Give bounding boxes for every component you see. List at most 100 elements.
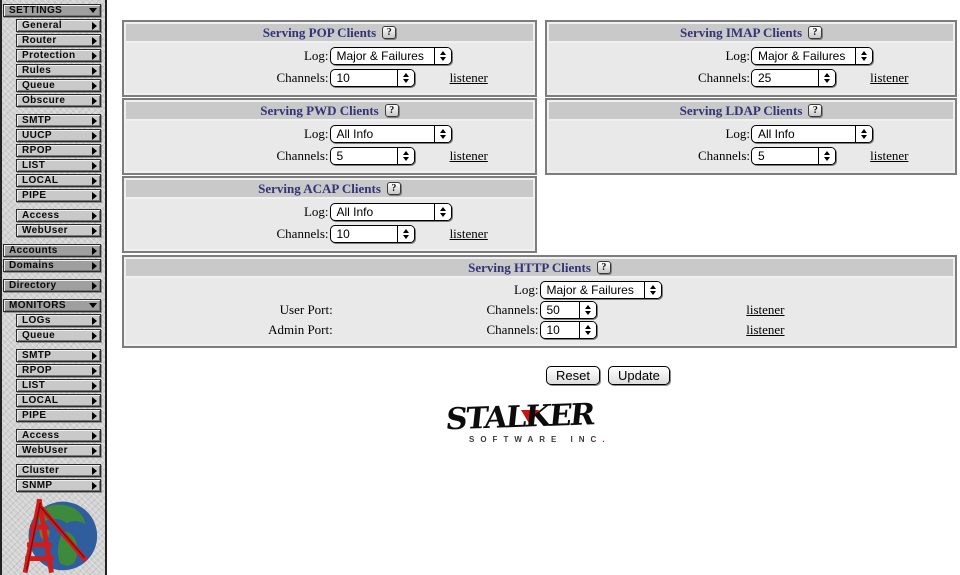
sidebar-item-label: SMTP [22,115,52,126]
sidebar-item-access[interactable]: Access [16,209,101,222]
log-row: Log: All Info [126,123,533,145]
popup-arrows-icon [855,48,872,65]
sidebar-item-label: MONITORS [9,300,66,311]
channels-label: Channels: [486,302,539,317]
sidebar-item-settings[interactable]: SETTINGS [3,4,101,17]
sidebar-item-pipe-monitor[interactable]: PIPE [16,409,101,422]
sidebar-item-accounts[interactable]: Accounts [3,244,101,257]
channels-row: Channels: 10 listener [126,223,533,245]
sidebar-item-queue[interactable]: Queue [16,79,101,92]
chevron-right-icon [92,211,97,220]
help-button[interactable]: ? [808,26,823,39]
help-button[interactable]: ? [384,104,399,117]
sidebar-item-rules[interactable]: Rules [16,64,101,77]
popup-arrows-icon [396,70,414,87]
http-admin-channels-select[interactable]: 10 [539,321,597,340]
sidebar-item-domains[interactable]: Domains [3,259,101,272]
channels-label: Channels: [486,322,539,337]
panel-serving-http-clients: Serving HTTP Clients ? Log: Major & Fail… [122,255,957,348]
panel-serving-imap-clients: Serving IMAP Clients ? Log: Major & Fail… [545,20,957,97]
sidebar-item-smtp-monitor[interactable]: SMTP [16,349,101,362]
http-user-listener-link[interactable]: listener [746,302,785,317]
sidebar-item-webuser[interactable]: WebUser [16,224,101,237]
panel-body: Log: All Info Channels: 5 listener [549,121,953,171]
http-log-select[interactable]: Major & Failures [539,281,662,300]
logo-brand-text: STALKER [447,398,598,434]
sidebar-item-pipe[interactable]: PIPE [16,189,101,202]
logo-subtitle: SOFTWARE INC. [469,435,611,444]
panel-serving-pop-clients: Serving POP Clients ? Log: Major & Failu… [122,20,537,97]
sidebar-item-directory[interactable]: Directory [3,279,101,292]
sidebar-item-snmp[interactable]: SNMP [16,479,101,492]
sidebar-item-label: LIST [22,160,46,171]
sidebar-item-logs[interactable]: LOGs [16,314,101,327]
panel-title: Serving HTTP Clients [468,259,591,275]
help-button[interactable]: ? [382,26,397,39]
help-button[interactable]: ? [386,182,401,195]
imap-channels-select[interactable]: 25 [751,69,836,88]
sidebar-item-label: PIPE [22,410,47,421]
sidebar-item-general[interactable]: General [16,19,101,32]
help-button[interactable]: ? [596,261,611,274]
question-icon: ? [812,105,818,116]
http-user-channels-select[interactable]: 50 [539,301,597,320]
sidebar-item-local-monitor[interactable]: LOCAL [16,394,101,407]
acap-channels-select[interactable]: 10 [329,225,415,244]
imap-log-select[interactable]: Major & Failures [751,47,873,66]
sidebar-item-queue-monitor[interactable]: Queue [16,329,101,342]
popup-arrows-icon [433,204,451,221]
sidebar-item-list[interactable]: LIST [16,159,101,172]
sidebar-item-label: Accounts [9,245,58,256]
sidebar-item-list-monitor[interactable]: LIST [16,379,101,392]
pwd-log-select[interactable]: All Info [329,125,452,144]
log-label: Log: [513,282,539,297]
sidebar-item-label: Cluster [22,465,60,476]
question-icon: ? [389,105,395,116]
sidebar-item-local[interactable]: LOCAL [16,174,101,187]
chevron-right-icon [92,161,97,170]
acap-log-select[interactable]: All Info [329,203,452,222]
pwd-listener-link[interactable]: listener [449,148,488,163]
chevron-right-icon [92,351,97,360]
pwd-channels-select[interactable]: 5 [329,147,415,166]
channels-row: Channels: 5 listener [126,145,533,167]
panel-title: Serving ACAP Clients [258,180,381,196]
pop-listener-link[interactable]: listener [449,70,488,85]
sidebar-item-protection[interactable]: Protection [16,49,101,62]
log-row: Log: Major & Failures [126,45,533,67]
sidebar-item-monitors[interactable]: MONITORS [3,299,101,312]
chevron-right-icon [92,246,97,255]
sidebar-item-rpop[interactable]: RPOP [16,144,101,157]
reset-button[interactable]: Reset [546,366,600,385]
panel-serving-pwd-clients: Serving PWD Clients ? Log: All Info Chan… [122,98,537,175]
pop-channels-select[interactable]: 10 [329,69,415,88]
chevron-right-icon [92,66,97,75]
ldap-listener-link[interactable]: listener [870,148,909,163]
sidebar-item-uucp[interactable]: UUCP [16,129,101,142]
chevron-right-icon [92,466,97,475]
sidebar-item-rpop-monitor[interactable]: RPOP [16,364,101,377]
panel-header: Serving LDAP Clients ? [549,102,953,119]
http-admin-listener-link[interactable]: listener [746,322,785,337]
panel-body: Log: Major & Failures Channels: 10 liste… [126,43,533,93]
sidebar-item-label: SETTINGS [9,5,63,16]
communigate-bridge-globe-logo [22,498,98,574]
pop-log-select[interactable]: Major & Failures [329,47,452,66]
update-button[interactable]: Update [607,366,670,385]
panel-header: Serving PWD Clients ? [126,102,533,119]
imap-listener-link[interactable]: listener [870,70,909,85]
sidebar-item-smtp[interactable]: SMTP [16,114,101,127]
panel-serving-ldap-clients: Serving LDAP Clients ? Log: All Info Cha… [545,98,957,175]
sidebar-item-cluster[interactable]: Cluster [16,464,101,477]
ldap-log-select[interactable]: All Info [751,125,873,144]
acap-listener-link[interactable]: listener [449,226,488,241]
sidebar-item-label: Directory [9,280,57,291]
sidebar-item-obscure[interactable]: Obscure [16,94,101,107]
help-button[interactable]: ? [808,104,823,117]
panel-header: Serving ACAP Clients ? [126,180,533,197]
sidebar-item-access-monitor[interactable]: Access [16,429,101,442]
sidebar-item-router[interactable]: Router [16,34,101,47]
ldap-channels-select[interactable]: 5 [751,147,836,166]
log-label: Log: [303,126,329,141]
sidebar-item-webuser-monitor[interactable]: WebUser [16,444,101,457]
